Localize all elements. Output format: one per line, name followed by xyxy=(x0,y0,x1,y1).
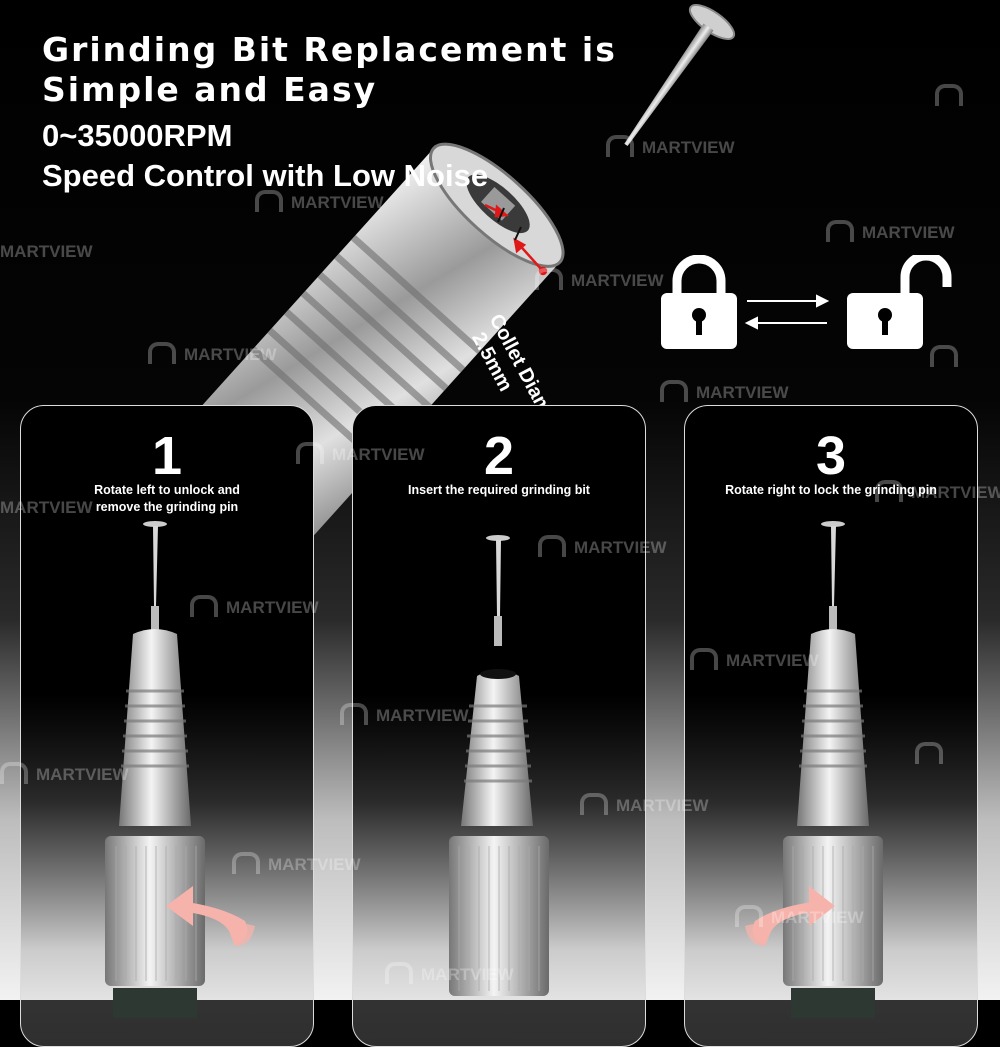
speed-spec: 0~35000RPM Speed Control with Low Noise xyxy=(42,116,488,196)
watermark: MARTVIEW xyxy=(0,242,93,261)
watermark: MARTVIEW xyxy=(735,905,864,928)
handpiece-step-2-illustration xyxy=(449,535,549,996)
step-description: Rotate left to unlock and remove the gri… xyxy=(94,483,240,514)
watermark: MARTVIEW xyxy=(385,962,514,985)
brand-logo-icon xyxy=(690,648,718,670)
headline-line-1: Grinding Bit Replacement is xyxy=(42,30,617,69)
watermark: MARTVIEW xyxy=(190,595,319,618)
brand-logo-icon xyxy=(875,480,903,502)
step-card-2: 2 Insert the required grinding bit xyxy=(352,405,646,1047)
watermark: MARTVIEW xyxy=(606,135,735,158)
brand-logo-icon xyxy=(735,905,763,927)
step-number: 3 xyxy=(815,426,847,486)
speed-range: 0~35000RPM xyxy=(42,118,233,153)
watermark: MARTVIEW xyxy=(0,498,93,517)
watermark xyxy=(935,84,971,107)
watermark: MARTVIEW xyxy=(538,535,667,558)
brand-logo-icon xyxy=(535,268,563,290)
speed-control-note: Speed Control with Low Noise xyxy=(42,158,489,193)
watermark: MARTVIEW xyxy=(660,380,789,403)
brand-logo-icon xyxy=(580,793,608,815)
headline-line-2: Simple and Easy xyxy=(42,70,378,109)
handpiece-step-3-illustration xyxy=(745,521,883,1018)
watermark: MARTVIEW xyxy=(232,852,361,875)
brand-logo-icon xyxy=(606,135,634,157)
watermark: MARTVIEW xyxy=(296,442,425,465)
watermark: MARTVIEW xyxy=(340,703,469,726)
watermark: MARTVIEW xyxy=(148,342,277,365)
brand-logo-icon xyxy=(660,380,688,402)
step-card-1: 1 Rotate left to unlock and remove the g… xyxy=(20,405,314,1047)
brand-logo-icon xyxy=(232,852,260,874)
rotate-left-arrow-icon xyxy=(166,886,255,946)
step-description: Insert the required grinding bit xyxy=(408,483,590,497)
watermark: MARTVIEW xyxy=(0,762,129,785)
watermark xyxy=(930,345,966,368)
brand-logo-icon xyxy=(935,84,963,106)
watermark: MARTVIEW xyxy=(826,220,955,243)
padlock-closed-icon xyxy=(661,255,737,349)
headline: Grinding Bit Replacement is Simple and E… xyxy=(42,30,617,110)
brand-logo-icon xyxy=(296,442,324,464)
watermark: MARTVIEW xyxy=(255,190,384,213)
brand-logo-icon xyxy=(190,595,218,617)
brand-logo-icon xyxy=(930,345,958,367)
watermark: MARTVIEW xyxy=(535,268,664,291)
brand-logo-icon xyxy=(148,342,176,364)
watermark xyxy=(915,742,951,765)
double-arrow-icon xyxy=(744,294,830,330)
brand-logo-icon xyxy=(538,535,566,557)
step-number: 1 xyxy=(151,426,183,486)
brand-logo-icon xyxy=(255,190,283,212)
step-number: 2 xyxy=(483,426,515,486)
watermark: MARTVIEW xyxy=(875,480,1000,503)
watermark: MARTVIEW xyxy=(690,648,819,671)
rotate-right-arrow-icon xyxy=(745,886,835,946)
brand-logo-icon xyxy=(0,762,28,784)
brand-logo-icon xyxy=(826,220,854,242)
lock-unlock-illustration xyxy=(661,255,952,349)
handpiece-step-1-illustration xyxy=(105,521,255,1018)
watermark: MARTVIEW xyxy=(580,793,709,816)
step-card-3: 3 Rotate right to lock the grinding pin xyxy=(684,405,978,1047)
brand-logo-icon xyxy=(385,962,413,984)
brand-logo-icon xyxy=(915,742,943,764)
padlock-open-icon xyxy=(847,255,952,349)
brand-logo-icon xyxy=(340,703,368,725)
